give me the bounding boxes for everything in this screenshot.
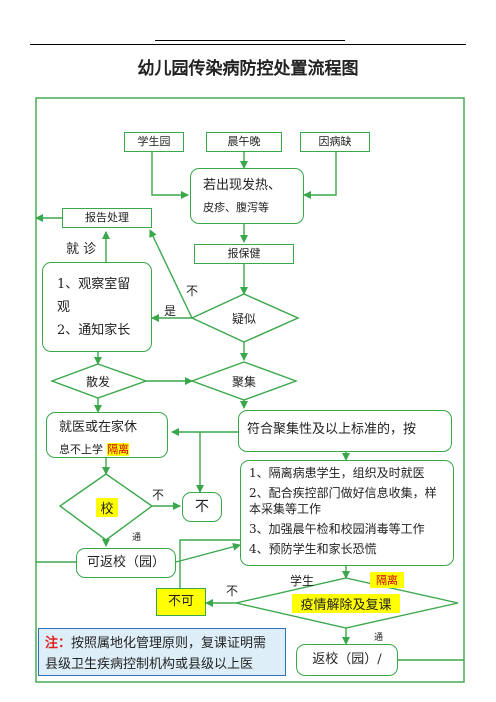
clinic-box: 报保健 bbox=[194, 244, 294, 264]
label-yes-2: 通 bbox=[132, 533, 142, 543]
label-school: 学生 bbox=[290, 574, 315, 588]
measure-item: 3、加强晨午检和校园消毒等工作 bbox=[249, 522, 425, 536]
morning-check-box: 晨午晚 bbox=[206, 132, 282, 152]
measure-item: 2、配合疾控部门做好信息收集，样本采集等工作 bbox=[249, 486, 437, 516]
label-no-3: 不 bbox=[226, 584, 239, 598]
eval-tag: 隔离 bbox=[370, 572, 404, 588]
cluster-diamond-label: 聚集 bbox=[231, 375, 256, 389]
note-box: 注：按照属地化管理原则，复课证明需县级卫生疾病控制机构或县级以上医 bbox=[38, 628, 286, 676]
home-rest-box: 就医或在家休 息不上学 隔离 bbox=[46, 412, 168, 458]
measures-box: 1、隔离病患学生，组织及时就医 2、配合疾控部门做好信息收集，样本采集等工作 3… bbox=[240, 460, 454, 566]
header-rule bbox=[30, 44, 466, 45]
return-school-box: 可返校（园） bbox=[76, 548, 176, 578]
eval-diamond-label: 疫情解除及复课 bbox=[292, 594, 400, 613]
label-no-1: 不 bbox=[186, 284, 199, 298]
not-allowed-box: 不 bbox=[182, 492, 222, 522]
diagnose-label: 就 诊 bbox=[66, 242, 97, 257]
cannot-return-box: 不可 bbox=[156, 588, 206, 616]
note-label: 注： bbox=[45, 636, 72, 651]
school-diamond-label: 校 bbox=[96, 498, 118, 517]
label-no-2: 不 bbox=[152, 488, 165, 502]
note-text: 按照属地化管理原则，复课证明需县级卫生疾病控制机构或县级以上医 bbox=[45, 636, 267, 672]
cluster-diamond-shape bbox=[189, 361, 299, 401]
symptom-box: 若出现发热、 皮疹、腹泻等 bbox=[190, 168, 304, 224]
label-yes-1: 是 bbox=[164, 304, 177, 318]
student-attendance-box: 学生园 bbox=[124, 132, 184, 152]
single-diamond-label: 散发 bbox=[85, 375, 110, 389]
outer-frame bbox=[35, 97, 465, 683]
sick-absence-box: 因病缺 bbox=[300, 132, 370, 152]
judge-diamond-label: 疑似 bbox=[231, 312, 256, 326]
report-handle-box: 报告处理 bbox=[62, 208, 152, 228]
final-return-box: 返校（园）/ bbox=[296, 644, 398, 676]
label-yes-3: 通 bbox=[374, 633, 384, 643]
header-mark-line bbox=[155, 40, 345, 41]
cluster-standard-box: 符合聚集性及以上标准的，按 bbox=[238, 410, 452, 452]
page-title: 幼儿园传染病防控处置流程图 bbox=[137, 59, 359, 79]
measure-item: 4、预防学生和家长恐慌 bbox=[249, 542, 377, 556]
single-diamond-shape bbox=[49, 363, 149, 399]
measure-item: 1、隔离病患学生，组织及时就医 bbox=[249, 466, 425, 480]
observe-box: 1、观察室留 观 2、通知家长 bbox=[42, 262, 152, 352]
judge-diamond-shape bbox=[190, 293, 300, 343]
